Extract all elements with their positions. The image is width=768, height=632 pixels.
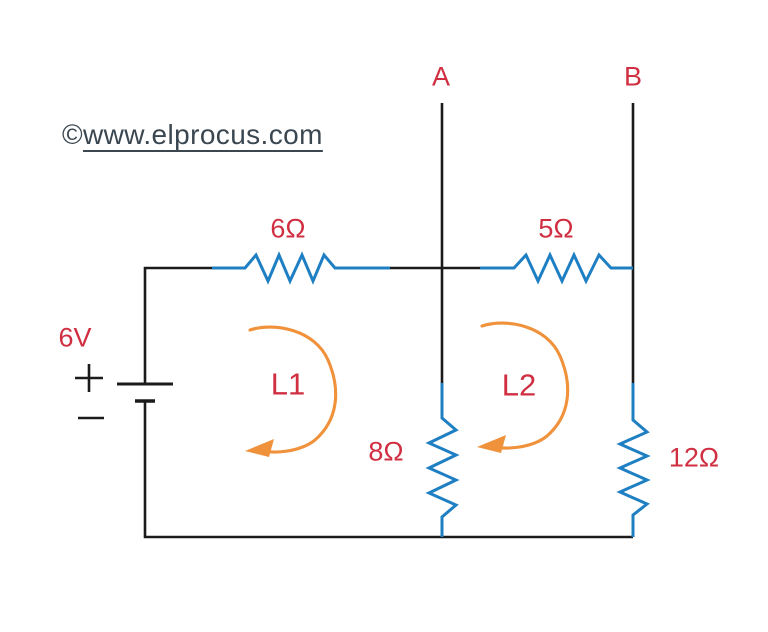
loop-l1-label: L1 [270,366,306,402]
loop-l2-arc [480,321,570,450]
resistor-12ohm-label: 12Ω [668,442,720,473]
resistor-5ohm [480,251,633,285]
resistors [212,251,651,537]
loop-l1-arrowhead-icon [245,439,274,457]
wire-top-left-and-source-branch [143,266,212,384]
resistor-8ohm-label: 8Ω [368,436,404,467]
node-label-a: A [431,61,451,92]
loop-l1-arc [248,325,338,454]
battery-symbol [75,364,173,420]
resistor-12ohm [616,383,651,537]
copyright-icon: © [62,119,84,150]
loop-arrowheads [245,435,506,457]
resistor-5ohm-label: 5Ω [538,213,574,244]
wire-bottom-return [143,401,633,539]
loop-arrows [248,321,570,454]
wires [143,103,635,539]
loop-l2-label: L2 [501,367,537,403]
watermark: ©www.elprocus.com [62,119,323,151]
loop-l2-arrowhead-icon [477,435,506,453]
battery-voltage-label: 6V [58,322,92,353]
resistor-6ohm [212,251,390,285]
resistor-8ohm [425,383,460,537]
plus-icon [75,364,103,392]
resistor-6ohm-label: 6Ω [270,213,306,244]
node-label-b: B [623,61,643,92]
watermark-url: www.elprocus.com [83,119,323,150]
